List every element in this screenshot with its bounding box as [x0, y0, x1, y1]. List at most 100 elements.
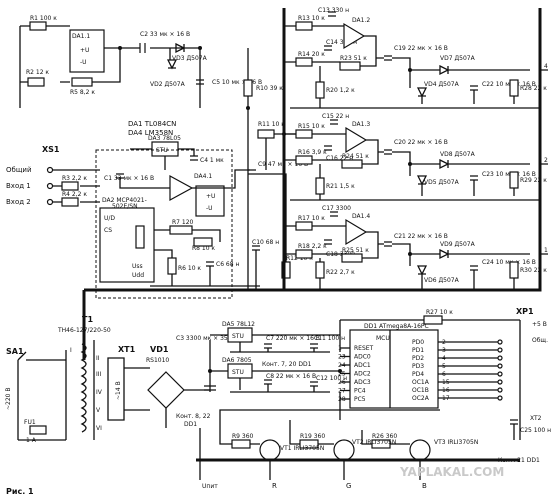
da6-label: DA6 7805: [222, 357, 252, 364]
junction: [282, 132, 286, 136]
junction: [198, 46, 202, 50]
c19-label: C19 22 мк × 16 В: [394, 45, 448, 52]
t1-w4: IV: [96, 389, 103, 396]
da4-1-box: [195, 185, 225, 217]
dd1-left-pin-label: PC4: [354, 388, 366, 395]
vd2-label: VD2 Д507А: [150, 81, 186, 88]
figure-caption: Рис. 1: [6, 487, 34, 496]
vd1-body: [147, 371, 185, 409]
c15-body: [330, 119, 338, 125]
junction: [408, 68, 412, 72]
da2-pin-uss: Uss: [132, 263, 143, 270]
bus-taps: [540, 69, 548, 255]
dd1-mcu: DD1 ATmega8A-16PC MCU: [349, 323, 439, 409]
r21-label: R21 1,5 к: [326, 183, 355, 190]
r15-label: R15 10 к: [298, 123, 325, 130]
c12-label: C12 100 н: [316, 375, 347, 382]
xs1-pin-common: Общий: [6, 166, 32, 174]
c10-body: [252, 245, 260, 251]
xs1-pin3: [46, 198, 54, 206]
r29-body: [509, 171, 519, 189]
rect1-wires: [120, 47, 249, 108]
dd1-left-pin-label: PC5: [354, 396, 366, 403]
xs1-wires: [53, 169, 100, 203]
dd1-left-pin-label: RESET: [354, 345, 374, 352]
c15-label: C15 22 н: [322, 113, 349, 120]
c6-body: [206, 261, 214, 267]
c11-body: [310, 343, 318, 349]
r16-body: [295, 155, 313, 165]
dd1-right-pin-label: OC1A: [412, 379, 430, 386]
input-block-outline: [95, 149, 233, 299]
r3-body: [61, 181, 79, 191]
c3-label: C3 3300 мк × 35 В: [176, 335, 234, 342]
note-pins-3: Конт. 7, 20 DD1: [262, 361, 312, 368]
r29-label: R29 22 к: [520, 177, 547, 184]
c3-body: [204, 385, 216, 391]
junction: [246, 106, 250, 110]
da4-1-wires: [119, 169, 250, 189]
da1-2-opamp: [343, 22, 366, 50]
c22-body: [470, 85, 478, 91]
dd1-left-pin-label: ADC2: [354, 371, 371, 378]
da6-pin: STU: [232, 369, 244, 376]
r22-body: [315, 261, 325, 279]
out-r: R: [272, 482, 277, 490]
xs1-pin-in1: Вход 1: [6, 182, 31, 190]
c14-label: C14 330 н: [326, 39, 357, 46]
transformer-t1: T1 ТН46-127/220-50 I II III IV V VI: [57, 315, 111, 440]
xt1-wires: [124, 367, 150, 411]
xt1-connector: XT1 ~14 В: [107, 345, 150, 421]
c17-body: [330, 211, 338, 217]
da1-4-opamp: [345, 218, 368, 246]
vd4-label: VD4 Д507А: [424, 81, 460, 88]
r26-label: R26 360: [372, 433, 397, 440]
r18-label: R18 2,2 к: [298, 243, 327, 250]
junction: [338, 369, 342, 373]
da5-pin: STU: [232, 333, 244, 340]
sa1-label: SA1: [6, 347, 24, 356]
xt2-pin: [497, 387, 503, 393]
dd1-left-pin-label: ADC1: [354, 362, 371, 369]
c18-body: [324, 239, 332, 245]
xs1-pin2: [46, 182, 54, 190]
vd8-label: VD8 Д507А: [440, 151, 476, 158]
c1-label: C1 33 мк × 16 В: [104, 175, 154, 182]
xs1-label: XS1: [42, 145, 60, 154]
c12-body: [310, 381, 318, 387]
r2-body: [27, 77, 45, 87]
channel-1-wires: [284, 25, 540, 109]
r23-body: [339, 61, 361, 71]
chip-note-2: DA4 LM358N: [128, 129, 173, 137]
xp1-label: XP1: [516, 307, 534, 316]
r20-label: R20 1,2 к: [326, 87, 355, 94]
vd1-label: VD1: [150, 345, 169, 354]
c13-body: [328, 11, 336, 17]
r7-label: R7 120: [172, 219, 194, 226]
mains-voltage: ~220 В: [5, 387, 12, 410]
mosfet-wires: [199, 409, 440, 480]
c20-body: [384, 149, 392, 155]
r27-label: R27 10 к: [426, 309, 453, 316]
r8-body: [193, 237, 213, 247]
da1-1-label: DA1.1: [72, 33, 90, 40]
watermark: YAPLAKAL.COM: [399, 465, 504, 479]
vt2-label: VT2 IRLI3705N: [352, 439, 396, 446]
dd1-right-pin-label: OC1B: [412, 387, 429, 394]
r9-body: [231, 439, 251, 449]
xs1-pin1: [46, 166, 54, 174]
r13-body: [295, 21, 313, 31]
dd1-right-pin-label: PD2: [412, 355, 424, 362]
c4-label: C4 1 мк: [200, 157, 224, 164]
r18-body: [295, 249, 313, 259]
r13-label: R13 10 к: [298, 15, 325, 22]
da3-label: DA3 78L05: [148, 135, 181, 142]
feedback-wires: [150, 229, 260, 287]
vt3-label: VT3 IRLI3705N: [434, 439, 478, 446]
r28-label: R28 22 к: [520, 85, 547, 92]
c6-label: C6 68 н: [216, 261, 239, 268]
dd1-right-pin-label: PD0: [412, 339, 424, 346]
mains-input: SA1 ~220 В FU1 1 А: [5, 347, 66, 444]
